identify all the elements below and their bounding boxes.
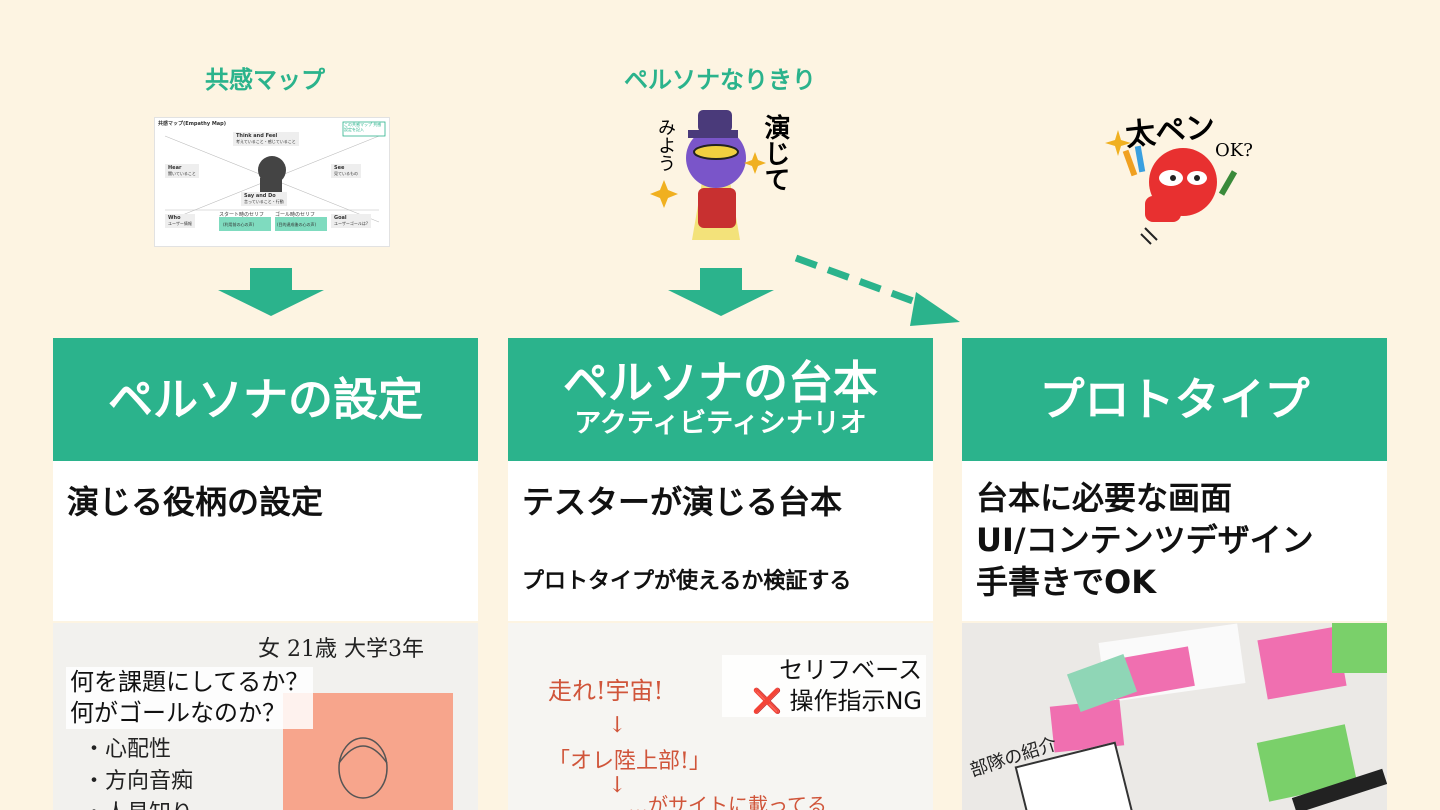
think-feel-box: Think and Feel 考えていること・感じていること: [233, 132, 299, 146]
think-feel-sub: 考えていること・感じていること: [236, 139, 296, 144]
column-body-line: UI/コンテンツデザイン: [976, 521, 1314, 560]
script-photo: 走れ!宇宙! ↓ 「オレ陸上部!」 ↓ …がサイトに載ってる セリフベース ❌ …: [508, 623, 933, 810]
column-title: ペルソナの設定: [107, 372, 423, 426]
empathy-map-note: この共感マップ 共感設定を記入: [344, 122, 382, 132]
persona-photo-overlay: 何を課題にしてるか？ 何がゴールなのか？: [66, 667, 314, 730]
roleplay-sticker: 演じて みよう: [640, 100, 800, 245]
dashed-arrow-icon: [794, 254, 960, 326]
prototype-photo: 部隊の紹介: [962, 623, 1387, 810]
overlay-line: セリフベース: [779, 656, 922, 684]
script-handwriting-line: …がサイトに載ってる: [628, 793, 827, 810]
who-sub: ユーザー情報: [168, 221, 192, 226]
persona-handwriting-item: ・人見知り: [83, 795, 193, 810]
face-sketch-icon: [338, 737, 388, 799]
say-do-label: Say and Do: [244, 193, 276, 199]
overlay-line: 何がゴールなのか？: [70, 699, 286, 728]
who-label: Who: [168, 215, 181, 221]
column-body: 演じる役柄の設定: [53, 461, 478, 621]
think-feel-label: Think and Feel: [236, 133, 278, 139]
column-persona-setting: ペルソナの設定 演じる役柄の設定: [53, 338, 478, 621]
persona-photo: 女 21歳 大学3年 ・心配性 ・方向音痴 ・人見知り 何を課題にしてるか？ 何…: [53, 623, 478, 810]
column-persona-script: ペルソナの台本 アクティビティシナリオ テスターが演じる台本 プロトタイプが使え…: [508, 338, 933, 621]
script-handwriting-line: ↓: [608, 773, 627, 798]
column-title: プロトタイプ: [1039, 372, 1310, 426]
column-body-sub: プロトタイプが使えるか検証する: [522, 569, 852, 594]
see-box: See 見ているもの: [331, 164, 361, 178]
persona-handwriting-item: ・方向音痴: [83, 769, 194, 794]
arrow-down-icon: [668, 268, 774, 316]
say-do-box: Say and Do 言っていること・行動: [241, 192, 287, 206]
arrow-down-icon: [218, 268, 324, 316]
start-line-label: スタート時のセリフ: [219, 212, 265, 218]
say-do-sub: 言っていること・行動: [244, 199, 284, 204]
script-handwriting-line: ↓: [608, 713, 627, 738]
column-body-main: テスターが演じる台本: [522, 483, 843, 521]
column-title: ペルソナの台本: [562, 355, 878, 409]
script-photo-overlay: セリフベース ❌ 操作指示NG: [722, 655, 926, 718]
column-body: テスターが演じる台本 プロトタイプが使えるか検証する: [508, 461, 933, 621]
column-prototype: プロトタイプ 台本に必要な画面 UI/コンテンツデザイン 手書きでOK: [962, 338, 1387, 621]
goal-line-sub: (目的達成後の心の声): [277, 222, 317, 227]
red-character-icon: [1105, 130, 1238, 245]
empathy-map-title: 共感マップ(Empathy Map): [158, 121, 227, 127]
column-subtitle: アクティビティシナリオ: [574, 407, 867, 439]
who-box: Who ユーザー情報: [165, 214, 195, 228]
overlay-line: ❌ 操作指示NG: [751, 687, 922, 716]
see-label: See: [334, 165, 345, 171]
ok-text: OK?: [1215, 140, 1253, 161]
script-handwriting-line: 走れ!宇宙!: [548, 677, 664, 705]
hear-sub: 聞いていること: [168, 171, 196, 176]
roleplay-sticker-side-text: みよう: [655, 118, 676, 172]
column-body: 台本に必要な画面 UI/コンテンツデザイン 手書きでOK: [962, 461, 1387, 621]
start-line-sub: (利用前の心の声): [223, 222, 255, 227]
roleplay-sticker-main-text: 演じて: [760, 114, 790, 192]
futo-pen-sticker: 太ペン OK?: [1105, 100, 1275, 250]
purple-character-icon: [650, 110, 766, 240]
column-body-main: 台本に必要な画面 UI/コンテンツデザイン 手書きでOK: [976, 477, 1314, 604]
column-body-line: 手書きでOK: [976, 563, 1157, 602]
column-header: プロトタイプ: [962, 338, 1387, 461]
column-header: ペルソナの台本 アクティビティシナリオ: [508, 338, 933, 461]
goal-sub: ユーザーゴールは?: [334, 221, 369, 226]
column-body-main: 演じる役柄の設定: [67, 483, 324, 521]
goal-box: Goal ユーザーゴールは?: [331, 214, 372, 228]
empathy-map-thumbnail: 共感マップ(Empathy Map) この共感マップ 共感設定を記入 Think…: [154, 117, 390, 247]
hear-box: Hear 聞いていること: [165, 164, 199, 178]
goal-label: Goal: [334, 215, 347, 221]
persona-roleplay-label: ペルソナなりきり: [624, 66, 816, 94]
sticky-note: [1332, 623, 1387, 673]
hear-label: Hear: [168, 165, 182, 171]
goal-line-label: ゴール時のセリフ: [275, 212, 316, 218]
sticky-note: [1066, 653, 1138, 713]
persona-handwriting-item: ・心配性: [83, 737, 172, 762]
script-handwriting-line: 「オレ陸上部!」: [548, 749, 711, 774]
empathy-map-label: 共感マップ: [205, 66, 325, 94]
futo-pen-text: 太ペン: [1123, 109, 1217, 154]
overlay-line: 何を課題にしてるか？: [70, 668, 310, 696]
column-body-line: 台本に必要な画面: [976, 479, 1233, 517]
see-sub: 見ているもの: [334, 171, 358, 176]
persona-handwriting-header: 女 21歳 大学3年: [258, 637, 424, 662]
column-header: ペルソナの設定: [53, 338, 478, 461]
